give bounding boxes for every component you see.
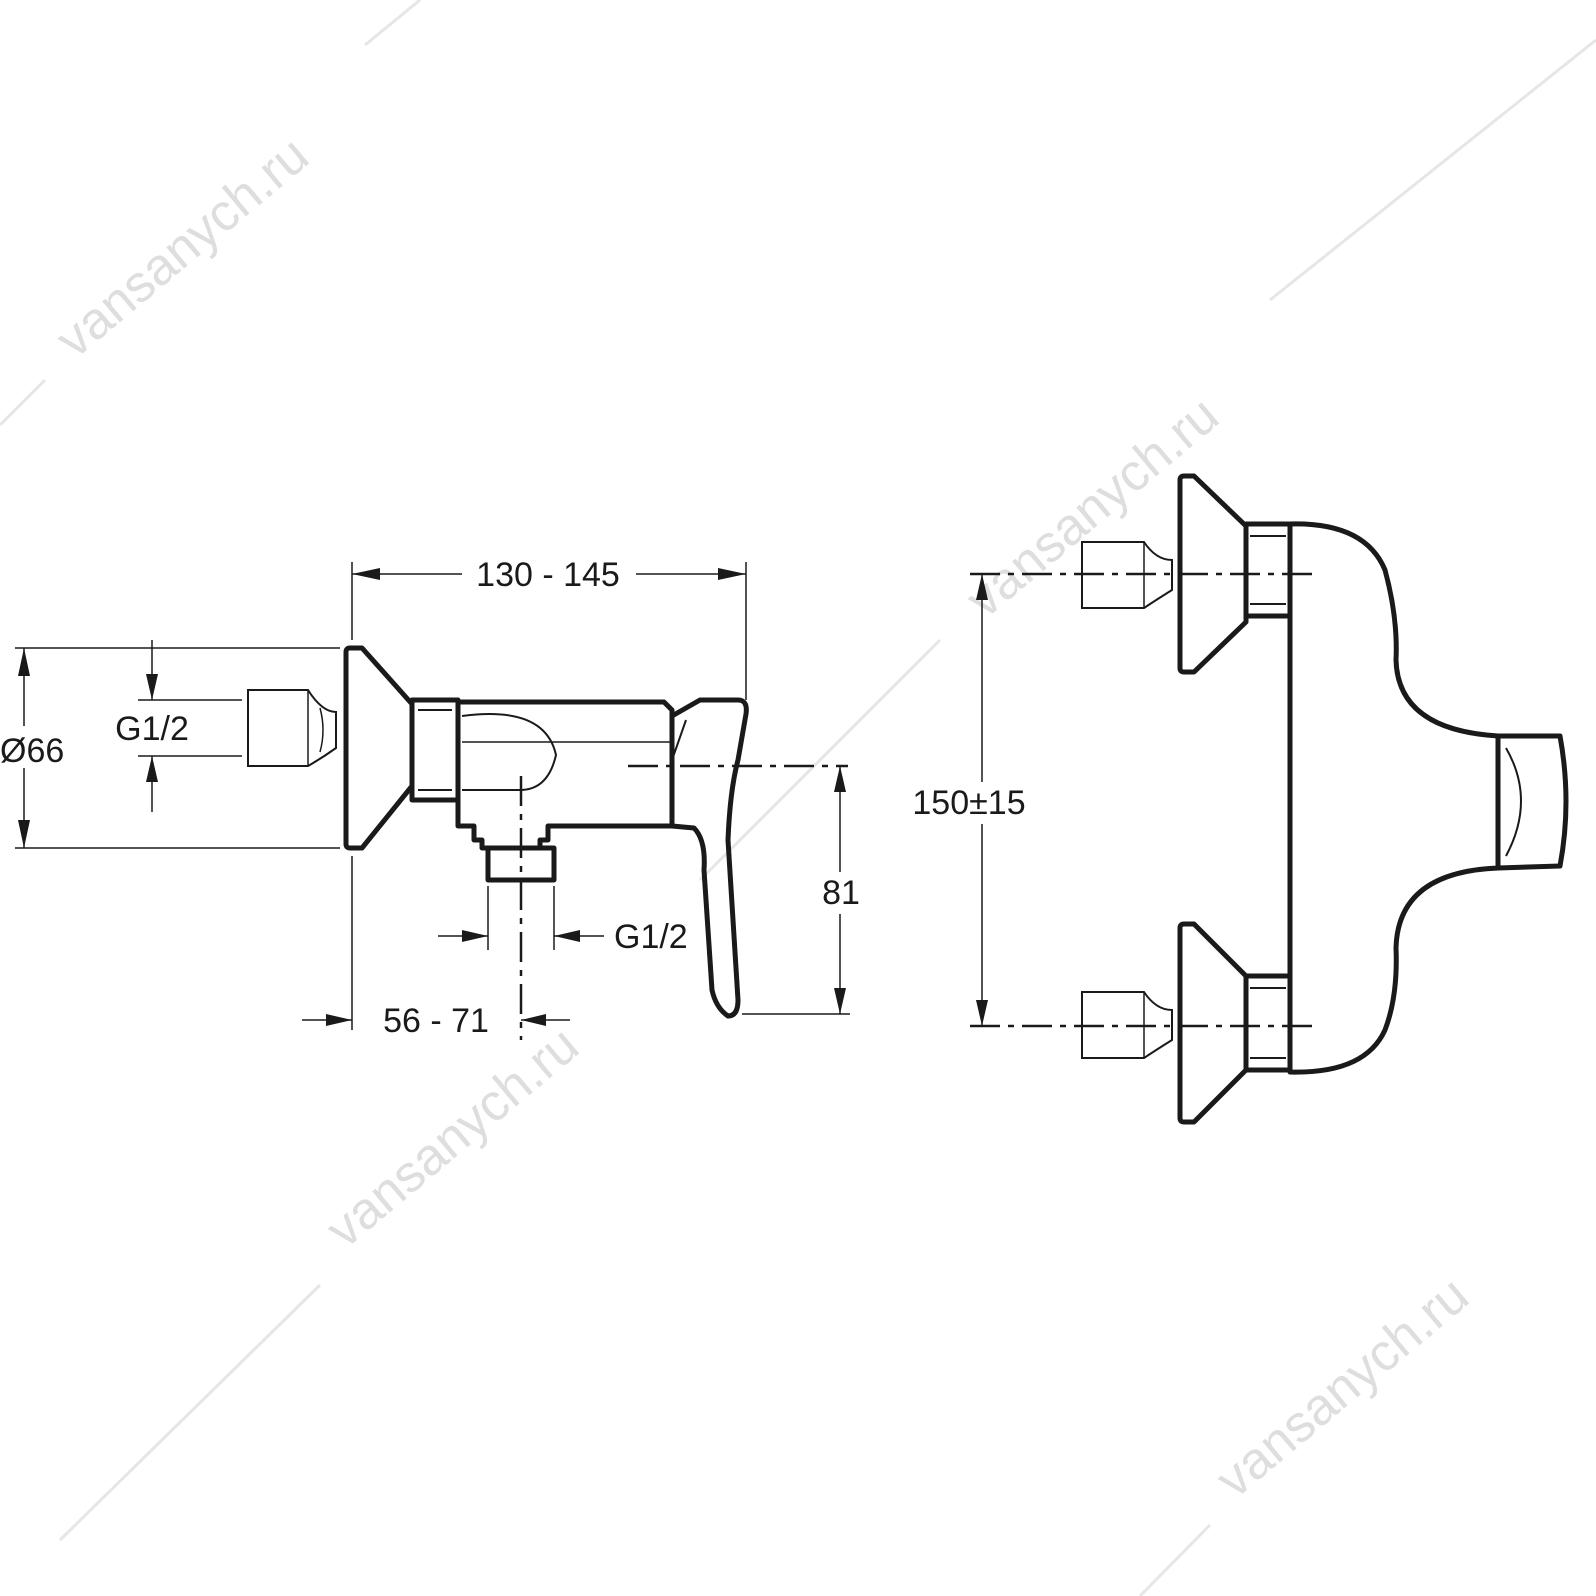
watermark-rule <box>58 1283 322 1542</box>
lever-handle <box>669 697 749 1019</box>
arrowhead <box>834 988 846 1014</box>
arrowhead <box>554 930 580 942</box>
inlet-connector <box>247 689 337 767</box>
watermark-text: vansanych.ru <box>45 126 319 369</box>
label-mask <box>4 726 66 768</box>
arrowhead <box>976 574 988 600</box>
dim-length-label: 130 - 145 <box>476 556 620 594</box>
upper-nut <box>1243 521 1293 619</box>
arrowhead <box>834 766 846 792</box>
arrowhead <box>146 756 158 782</box>
arrowhead <box>352 568 380 580</box>
watermark-rule <box>1138 1523 1212 1596</box>
watermark-text: vansanych.ru <box>315 1016 589 1259</box>
arrowhead <box>976 1000 988 1026</box>
watermark-text: vansanych.ru <box>955 386 1229 629</box>
front-view: 150±15 <box>906 473 1569 1125</box>
arrowhead <box>326 1014 352 1026</box>
arrowhead <box>18 648 30 676</box>
lower-inlet-connector <box>1081 991 1173 1059</box>
lever-cap <box>1495 733 1569 871</box>
upper-inlet-connector <box>1081 541 1173 609</box>
hex-nut <box>409 697 461 803</box>
dim-offset-label: 56 - 71 <box>383 1002 489 1040</box>
label-mask <box>816 872 866 914</box>
watermark-rule <box>0 378 47 427</box>
dim-outlet-thread-label: G1/2 <box>614 918 688 956</box>
watermark-rule <box>698 638 942 882</box>
lever-handle-edge <box>671 719 687 812</box>
bottom-outlet <box>485 845 557 883</box>
lever-cap-curve <box>1505 747 1522 857</box>
arrowhead <box>462 930 488 942</box>
dim-inlet-thread-label: G1/2 <box>115 710 189 748</box>
watermark-rule <box>364 0 421 47</box>
arrowhead <box>521 1014 546 1026</box>
watermark-rule <box>1269 38 1596 302</box>
dim-height-label: 81 <box>822 874 860 912</box>
lower-flange <box>1177 921 1249 1125</box>
side-view: 130 - 145 Ø66 G1/2 G1/2 56 - 71 81 <box>0 556 866 1040</box>
arrowhead <box>146 674 158 700</box>
valve-body-curve <box>461 713 558 791</box>
dim-spacing-label: 150±15 <box>912 784 1025 822</box>
inlet-connector-curve <box>319 707 324 753</box>
label-mask <box>906 782 1032 824</box>
watermark-text: vansanych.ru <box>1205 1266 1479 1509</box>
upper-flange <box>1177 473 1249 675</box>
valve-body <box>455 699 675 851</box>
lower-nut <box>1243 973 1293 1073</box>
mixer-body <box>1287 521 1501 1075</box>
arrowhead <box>718 568 746 580</box>
dim-diameter-label: Ø66 <box>0 732 64 770</box>
wall-flange <box>343 645 415 851</box>
arrowhead <box>18 820 30 848</box>
